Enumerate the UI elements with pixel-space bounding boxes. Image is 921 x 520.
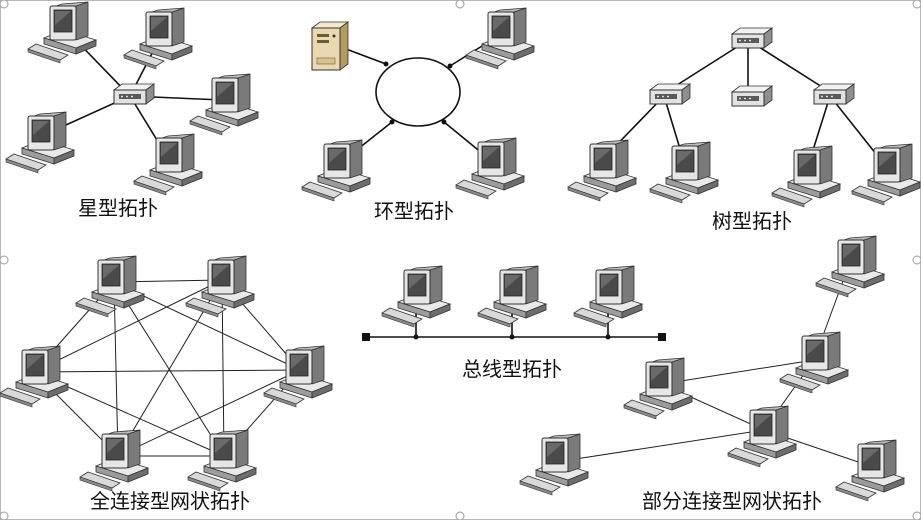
full-mesh-caption: 全连接型网状拓扑 bbox=[90, 489, 250, 513]
star-caption: 星型拓扑 bbox=[78, 196, 158, 220]
bus-topology: 总线型拓扑 bbox=[362, 265, 666, 381]
server-icon bbox=[311, 21, 349, 71]
computer-icon bbox=[477, 265, 547, 328]
computer-icon bbox=[79, 429, 149, 492]
computer-icon bbox=[301, 139, 371, 202]
hub-icon bbox=[113, 83, 155, 105]
tree-caption: 树型拓扑 bbox=[712, 209, 792, 233]
hub-icon bbox=[649, 83, 691, 105]
computer-icon bbox=[573, 265, 643, 328]
computer-icon bbox=[263, 345, 333, 408]
ring-topology: 环型拓扑 bbox=[301, 7, 535, 223]
computer-icon bbox=[465, 7, 535, 70]
computer-icon bbox=[815, 235, 885, 298]
computer-icon bbox=[381, 265, 451, 328]
star-topology: 星型拓扑 bbox=[5, 1, 259, 220]
computer-icon bbox=[567, 139, 637, 202]
computer-icon bbox=[0, 345, 69, 408]
computer-icon bbox=[187, 429, 257, 492]
computer-icon bbox=[835, 439, 905, 502]
full-mesh-topology: 全连接型网状拓扑 bbox=[0, 255, 333, 513]
computer-icon bbox=[75, 255, 145, 318]
computer-icon bbox=[623, 357, 693, 420]
partial-mesh-caption: 部分连接型网状拓扑 bbox=[642, 489, 822, 513]
hub-icon bbox=[731, 27, 773, 49]
computer-icon bbox=[779, 331, 849, 394]
computer-icon bbox=[133, 133, 203, 196]
tree-topology: 树型拓扑 bbox=[567, 27, 921, 233]
computer-icon bbox=[455, 137, 525, 200]
hub-icon bbox=[731, 85, 773, 107]
computer-icon bbox=[27, 1, 97, 64]
ring-caption: 环型拓扑 bbox=[374, 199, 454, 223]
computer-icon bbox=[727, 405, 797, 468]
computer-icon bbox=[519, 433, 589, 496]
computer-icon bbox=[851, 143, 921, 206]
computer-icon bbox=[649, 141, 719, 204]
computer-icon bbox=[5, 111, 75, 174]
hub-icon bbox=[813, 83, 855, 105]
computer-icon bbox=[123, 7, 193, 70]
computer-icon bbox=[185, 255, 255, 318]
computer-icon bbox=[189, 73, 259, 136]
partial-mesh-topology: 部分连接型网状拓扑 bbox=[519, 235, 905, 513]
bus-caption: 总线型拓扑 bbox=[462, 357, 562, 381]
computer-icon bbox=[771, 145, 841, 208]
